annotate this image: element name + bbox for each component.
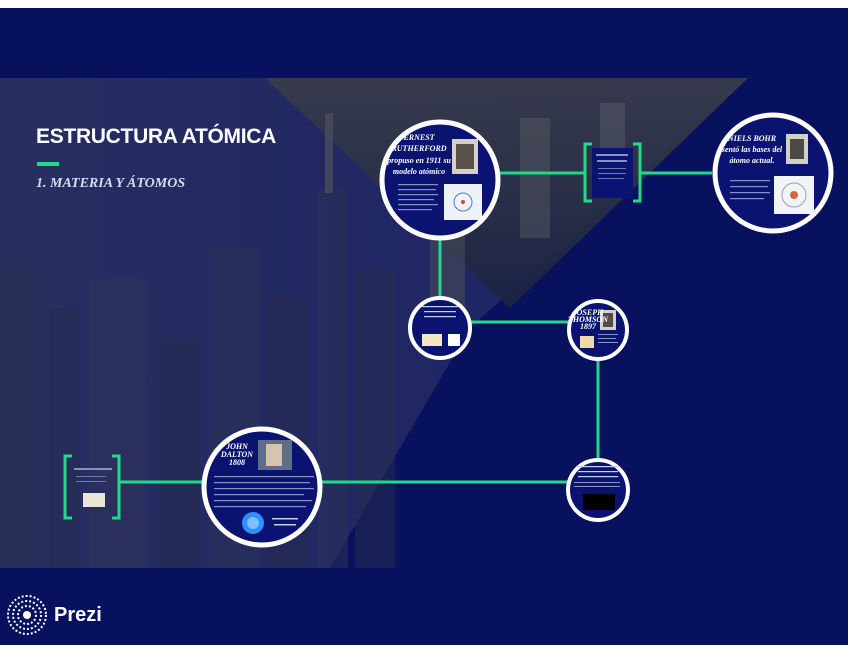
- slide-subtitle: 1. MATERIA Y ÁTOMOS: [36, 176, 185, 192]
- bohr-label-1: NIELS BOHR: [727, 134, 777, 143]
- node-electron-discovery[interactable]: [568, 460, 628, 520]
- node-dalton[interactable]: [204, 429, 320, 545]
- node-thomson-model[interactable]: [410, 298, 470, 358]
- node-rutherford[interactable]: [382, 122, 498, 238]
- rutherford-label-2: RUTHERFORD: [390, 144, 446, 153]
- node-bohr[interactable]: [715, 115, 831, 231]
- title-accent-bar: [37, 162, 59, 166]
- prezi-brand-name: Prezi: [54, 604, 102, 627]
- rutherford-label-4: modelo atómico: [393, 167, 445, 176]
- rutherford-label-3: propuso en 1911 su: [386, 156, 451, 165]
- bohr-label-2: sentó las bases del: [721, 145, 783, 154]
- bracket-frame-center[interactable]: [585, 144, 640, 201]
- prezi-brand[interactable]: Prezi: [6, 594, 102, 636]
- dalton-label-3: 1808: [229, 458, 245, 467]
- prezi-logo-icon: [6, 594, 48, 636]
- bohr-label-3: átomo actual.: [730, 156, 775, 165]
- thomson-label-3: 1897: [580, 322, 597, 331]
- city-background: [0, 78, 748, 568]
- prezi-canvas[interactable]: ERNEST RUTHERFORD propuso en 1911 su mod…: [0, 8, 848, 645]
- canvas-graphics: ERNEST RUTHERFORD propuso en 1911 su mod…: [0, 8, 848, 645]
- rutherford-label-1: ERNEST: [402, 133, 435, 142]
- footer-bar: [0, 568, 848, 645]
- slide-title: ESTRUCTURA ATÓMICA: [36, 125, 276, 149]
